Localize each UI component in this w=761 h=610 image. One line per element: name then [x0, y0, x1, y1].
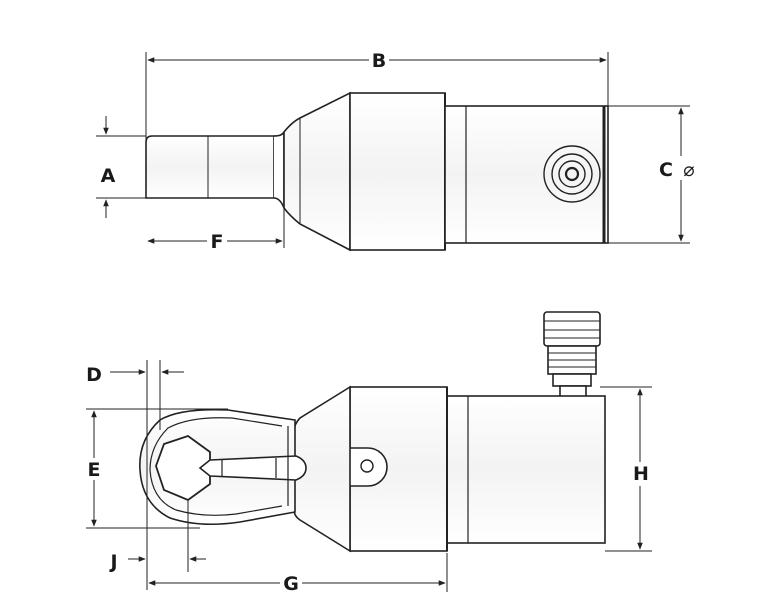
- bottom-view: [86, 311, 652, 592]
- label-bg: [656, 156, 698, 180]
- label-f: F: [211, 231, 224, 253]
- label-e: E: [88, 459, 101, 481]
- cylinder-body: [444, 105, 609, 244]
- label-h: H: [633, 463, 649, 485]
- cutter-shank: [145, 135, 275, 199]
- label-j: J: [108, 551, 117, 573]
- label-g: G: [283, 573, 299, 595]
- label-c: C: [659, 159, 673, 181]
- chisel-blade: [198, 455, 307, 481]
- head-block: [349, 92, 446, 251]
- label-bg: [207, 231, 227, 251]
- hex-nut: [155, 434, 211, 502]
- label-bg: [630, 462, 650, 486]
- label-a: A: [101, 165, 116, 187]
- label-b: B: [372, 50, 386, 72]
- label-d: D: [86, 364, 102, 386]
- top-view: [96, 52, 690, 252]
- label-bg: [280, 573, 302, 595]
- jaw-inner-contour: [149, 417, 283, 516]
- hydraulic-port: [543, 145, 601, 203]
- cone: [283, 91, 351, 252]
- diameter-symbol: ⌀: [683, 159, 694, 181]
- neck: [273, 131, 285, 209]
- quick-coupler: [543, 311, 601, 401]
- label-bg: [84, 458, 104, 480]
- side-pin: [350, 447, 388, 487]
- cylinder-body: [446, 395, 606, 544]
- label-bg: [369, 50, 389, 70]
